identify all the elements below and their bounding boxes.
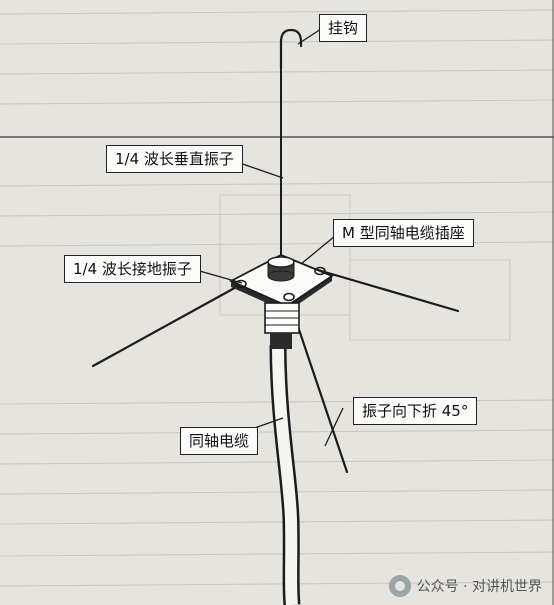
base-nut <box>267 256 295 282</box>
label-vertical-element: 1/4 波长垂直振子 <box>106 145 243 173</box>
hook <box>279 28 303 70</box>
wechat-icon <box>388 575 411 597</box>
label-connector: M 型同轴电缆插座 <box>333 219 474 247</box>
label-hook: 挂钩 <box>319 14 368 42</box>
label-ground-element: 1/4 波长接地振子 <box>64 255 201 283</box>
callout-pointers <box>195 28 344 447</box>
m-connector <box>264 302 300 349</box>
label-coax: 同轴电缆 <box>180 427 259 455</box>
background-texture <box>0 9 554 587</box>
label-fold: 振子向下折 45° <box>353 397 478 425</box>
radial-joints <box>235 266 326 302</box>
coax-cable-inner <box>272 344 298 605</box>
watermark: 公众号 · 对讲机世界 <box>388 575 542 597</box>
watermark-text: 公众号 · 对讲机世界 <box>416 579 542 595</box>
